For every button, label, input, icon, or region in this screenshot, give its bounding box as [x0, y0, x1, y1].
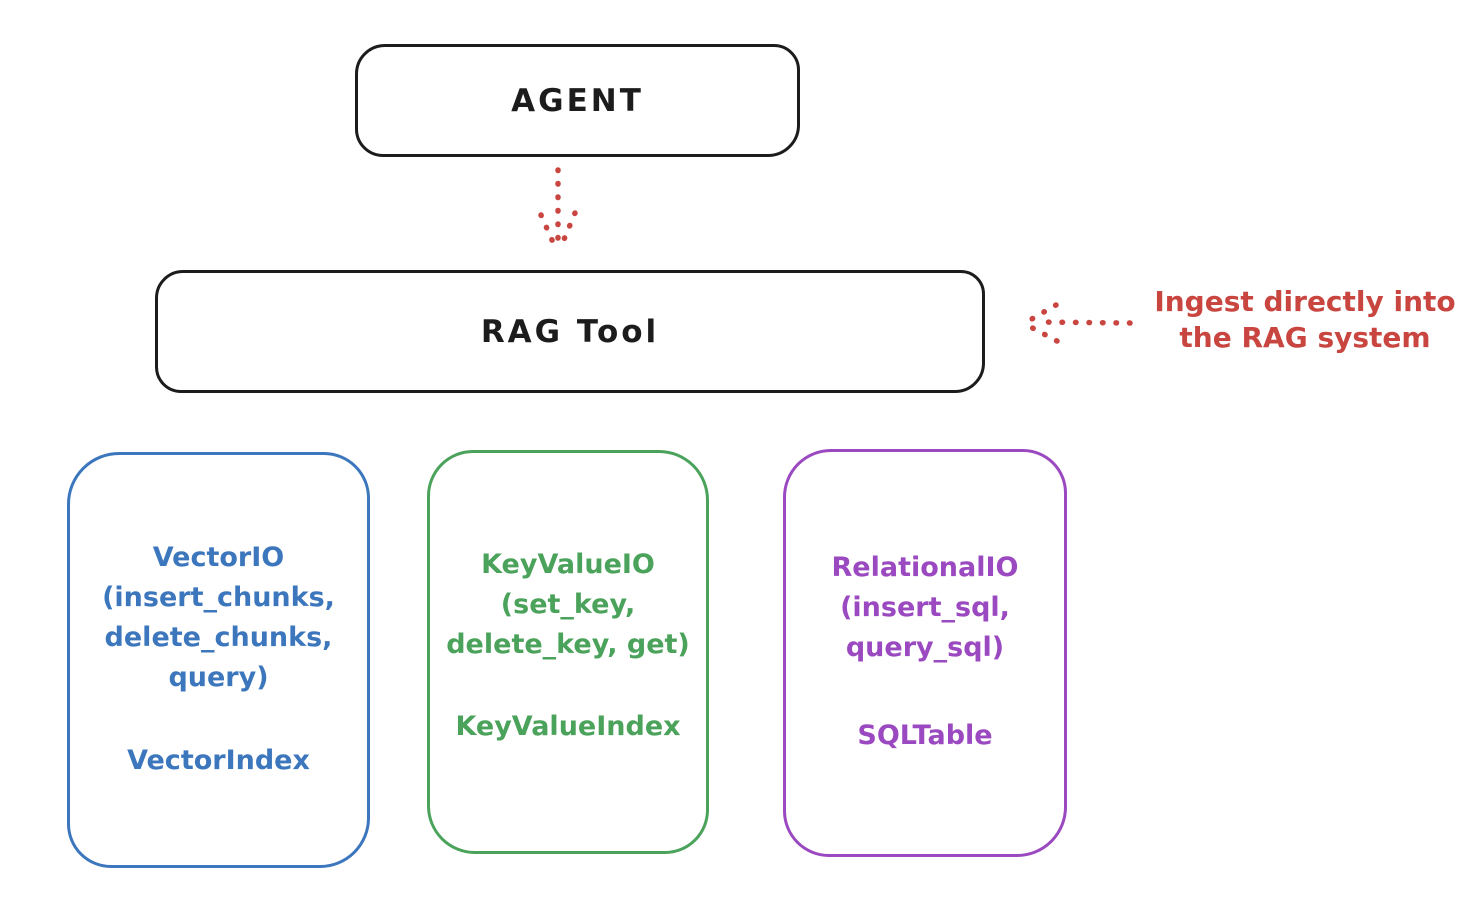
keyvalue-index-label: KeyValueIndex — [455, 711, 681, 742]
ingest-annotation-arrow — [1022, 302, 1133, 344]
vector-io-box: VectorIO (insert_chunks, delete_chunks, … — [67, 452, 370, 868]
keyvalue-io-text: KeyValueIO (set_key, delete_key, get) — [430, 545, 706, 665]
keyvalue-io-line: (set_key, — [500, 589, 636, 620]
rag-tool-label: RAG Tool — [480, 313, 660, 350]
ingest-annotation-line1: Ingest directly into — [1154, 285, 1456, 318]
relational-io-text: RelationalIO (insert_sql, query_sql) — [786, 548, 1064, 668]
relational-io-line: query_sql) — [845, 632, 1005, 663]
agent-label: AGENT — [511, 82, 644, 119]
ingest-annotation-line2: the RAG system — [1179, 321, 1431, 354]
relational-io-line: (insert_sql, — [840, 592, 1010, 623]
agent-to-rag-arrow — [538, 167, 578, 252]
keyvalue-io-line: KeyValueIO — [481, 549, 655, 580]
vector-io-line: (insert_chunks, — [102, 582, 335, 613]
vector-io-line: query) — [168, 662, 269, 693]
rag-tool-box: RAG Tool — [155, 270, 985, 393]
keyvalue-io-box: KeyValueIO (set_key, delete_key, get) Ke… — [427, 450, 709, 854]
vector-index-label: VectorIndex — [127, 745, 310, 776]
agent-box: AGENT — [355, 44, 800, 157]
ingest-annotation-text: Ingest directly into the RAG system — [1140, 284, 1470, 356]
relational-io-box: RelationalIO (insert_sql, query_sql) SQL… — [783, 449, 1067, 857]
vector-io-text: VectorIO (insert_chunks, delete_chunks, … — [70, 538, 367, 698]
vector-io-line: delete_chunks, — [104, 622, 333, 653]
sql-table-label: SQLTable — [857, 720, 993, 751]
vector-io-line: VectorIO — [152, 542, 285, 573]
relational-io-line: RelationalIO — [831, 552, 1019, 583]
keyvalue-io-line: delete_key, get) — [446, 629, 690, 660]
